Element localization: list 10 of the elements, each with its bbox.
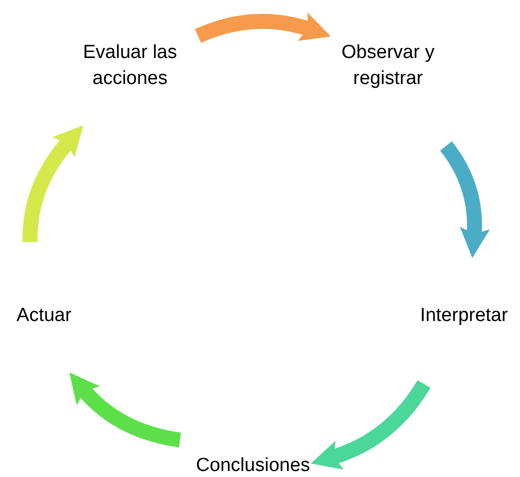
step-label: Observar y registrar <box>340 41 436 91</box>
curved-arrow <box>195 12 332 43</box>
step-label: Interpretar <box>419 304 509 328</box>
curved-arrow <box>22 124 84 242</box>
step-label: Conclusiones <box>194 454 312 477</box>
curved-arrow <box>310 380 430 470</box>
curved-arrow <box>440 141 490 258</box>
step-label: Evaluar las acciones <box>82 41 178 91</box>
curved-arrow <box>68 372 182 448</box>
step-label: Actuar <box>16 304 72 328</box>
